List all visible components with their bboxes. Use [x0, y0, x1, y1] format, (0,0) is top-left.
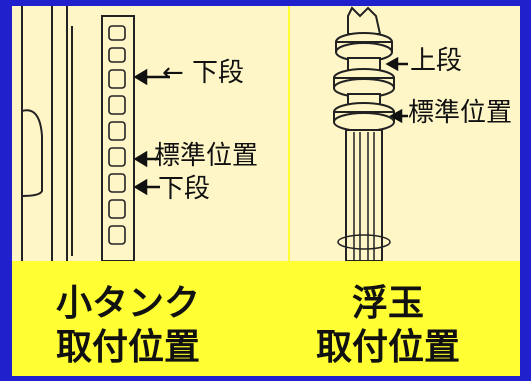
small-tank-illustration: [12, 6, 288, 261]
caption-float-ball-line1: 浮玉: [351, 283, 424, 324]
float-ball-illustration: [290, 6, 520, 261]
caption-float-ball-line2: 取付位置: [315, 326, 460, 368]
caption-small-tank-line2: 取付位置: [55, 326, 200, 368]
label-lower-top: ← 下段: [162, 58, 245, 88]
float-shaft-drawing: [333, 6, 408, 261]
mounting-rail-drawing: [21, 6, 170, 261]
caption-small-tank: 小タンク 取付位置: [28, 282, 228, 370]
label-standard-right: 標準位置: [408, 98, 513, 128]
caption-float-ball: 浮玉 取付位置: [288, 282, 488, 370]
label-lower-bottom: 下段: [158, 174, 211, 204]
caption-small-tank-line1: 小タンク: [55, 283, 200, 324]
label-upper: 上段: [410, 46, 463, 76]
label-standard-left: 標準位置: [154, 141, 259, 171]
